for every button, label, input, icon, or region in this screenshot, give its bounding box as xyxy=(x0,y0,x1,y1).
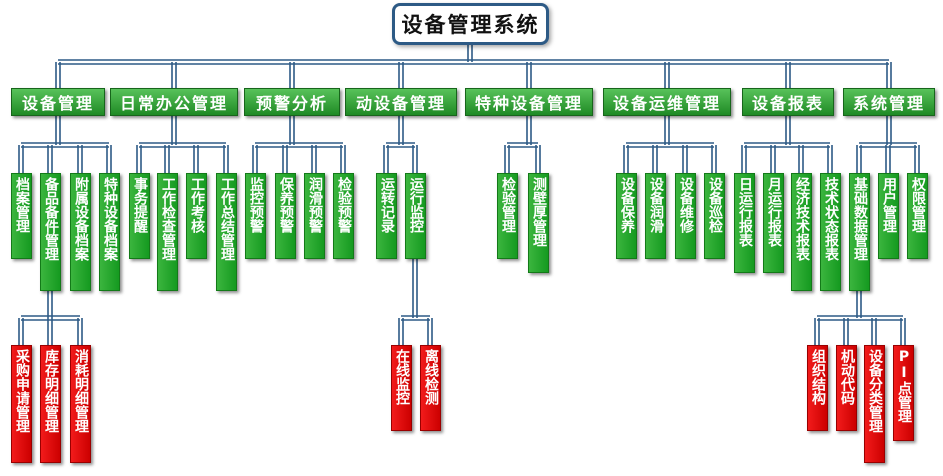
leaf-equipment-upkeep: 设备保养 xyxy=(616,173,637,259)
leaf-permission-management: 权限管理 xyxy=(907,173,928,259)
leaf-special-archive: 特种设备档案 xyxy=(99,173,120,291)
subleaf-inventory-detail: 库存明细管理 xyxy=(40,345,61,463)
leaf-maintain-warning: 保养预警 xyxy=(275,173,296,259)
category-equipment-management: 设备管理 xyxy=(11,88,105,116)
category-reports: 设备报表 xyxy=(742,88,834,116)
leaf-aux-equipment: 附属设备档案 xyxy=(70,173,91,291)
leaf-lube-warning: 润滑预警 xyxy=(304,173,325,259)
leaf-user-management: 用户管理 xyxy=(878,173,899,259)
leaf-monitor-warning: 监控预警 xyxy=(245,173,266,259)
leaf-run-record: 运转记录 xyxy=(376,173,397,259)
leaf-reminders: 事务提醒 xyxy=(129,173,150,259)
category-system: 系统管理 xyxy=(843,88,935,116)
leaf-work-inspection: 工作检查管理 xyxy=(157,173,178,291)
category-warning-analysis: 预警分析 xyxy=(244,88,340,116)
leaf-spare-parts: 备品备件管理 xyxy=(40,173,61,291)
subleaf-mechanical-code: 机动代码 xyxy=(836,345,857,431)
subleaf-equipment-class: 设备分类管理 xyxy=(864,345,885,463)
leaf-monthly-report: 月运行报表 xyxy=(763,173,784,273)
leaf-economic-report: 经济技术报表 xyxy=(791,173,812,291)
leaf-technical-report: 技术状态报表 xyxy=(820,173,841,291)
category-maintenance: 设备运维管理 xyxy=(603,88,731,116)
leaf-wall-thickness: 测壁厚管理 xyxy=(528,173,549,273)
leaf-daily-report: 日运行报表 xyxy=(734,173,755,273)
leaf-equipment-lube: 设备润滑 xyxy=(645,173,666,259)
leaf-work-summary: 工作总结管理 xyxy=(216,173,237,291)
root-node: 设备管理系统 xyxy=(392,3,549,45)
leaf-archive: 档案管理 xyxy=(11,173,32,259)
category-dynamic-equipment: 动设备管理 xyxy=(345,88,457,116)
subleaf-consumption-detail: 消耗明细管理 xyxy=(70,345,91,463)
leaf-inspect-warning: 检验预警 xyxy=(333,173,354,259)
category-special-equipment: 特种设备管理 xyxy=(465,88,593,116)
subleaf-pi-point: PI点管理 xyxy=(893,345,914,441)
subleaf-purchase-request: 采购申请管理 xyxy=(11,345,32,463)
category-daily-office: 日常办公管理 xyxy=(110,88,238,116)
leaf-equipment-patrol: 设备巡检 xyxy=(704,173,725,259)
subleaf-offline-detect: 离线检测 xyxy=(420,345,441,431)
leaf-base-data: 基础数据管理 xyxy=(849,173,870,291)
subleaf-online-monitor: 在线监控 xyxy=(391,345,412,431)
leaf-inspection-management: 检验管理 xyxy=(497,173,518,259)
leaf-equipment-repair: 设备维修 xyxy=(675,173,696,259)
leaf-run-monitor: 运行监控 xyxy=(405,173,426,259)
subleaf-organization: 组织结构 xyxy=(807,345,828,431)
leaf-work-evaluation: 工作考核 xyxy=(186,173,207,259)
